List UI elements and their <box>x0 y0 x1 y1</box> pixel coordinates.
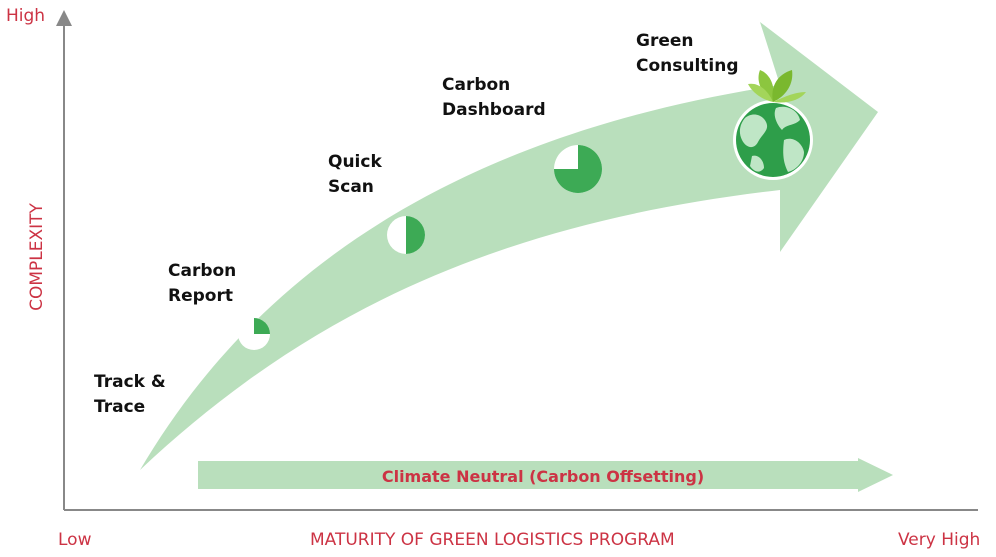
y-axis-title: COMPLEXITY <box>27 203 47 311</box>
stage-label-line: Scan <box>328 177 374 197</box>
stage-label-line: Report <box>168 286 233 306</box>
globe-leaves-icon <box>733 70 813 180</box>
stage-label-line: Dashboard <box>442 100 546 120</box>
stage-label-line: Consulting <box>636 56 739 76</box>
stage-label-carbon-report: Carbon Report <box>168 259 236 309</box>
stage-label-line: Green <box>636 31 694 51</box>
stage-label-line: Trace <box>94 397 146 417</box>
stage-label-quick-scan: Quick Scan <box>328 150 382 200</box>
bottom-arrow-label: Climate Neutral (Carbon Offsetting) <box>382 467 704 486</box>
stage-label-line: Carbon <box>442 75 511 95</box>
x-axis-high-label: Very High <box>898 530 981 550</box>
stage-label-green-consulting: Green Consulting <box>636 29 739 79</box>
stage-label-track-trace: Track & Trace <box>94 370 166 420</box>
stage-label-carbon-dashboard: Carbon Dashboard <box>442 73 546 123</box>
pie-quarter-icon <box>238 318 270 350</box>
x-axis-title: MATURITY OF GREEN LOGISTICS PROGRAM <box>310 530 675 550</box>
main-curved-arrow <box>140 22 878 470</box>
bottom-arrow <box>198 458 893 492</box>
y-axis-high-label: High <box>6 6 46 26</box>
pie-half-icon <box>387 216 425 254</box>
pie-three-quarter-icon <box>554 145 602 193</box>
stage-label-line: Carbon <box>168 261 237 281</box>
stage-label-line: Quick <box>328 152 382 172</box>
stage-label-line: Track & <box>94 372 166 392</box>
x-axis-low-label: Low <box>58 530 92 550</box>
